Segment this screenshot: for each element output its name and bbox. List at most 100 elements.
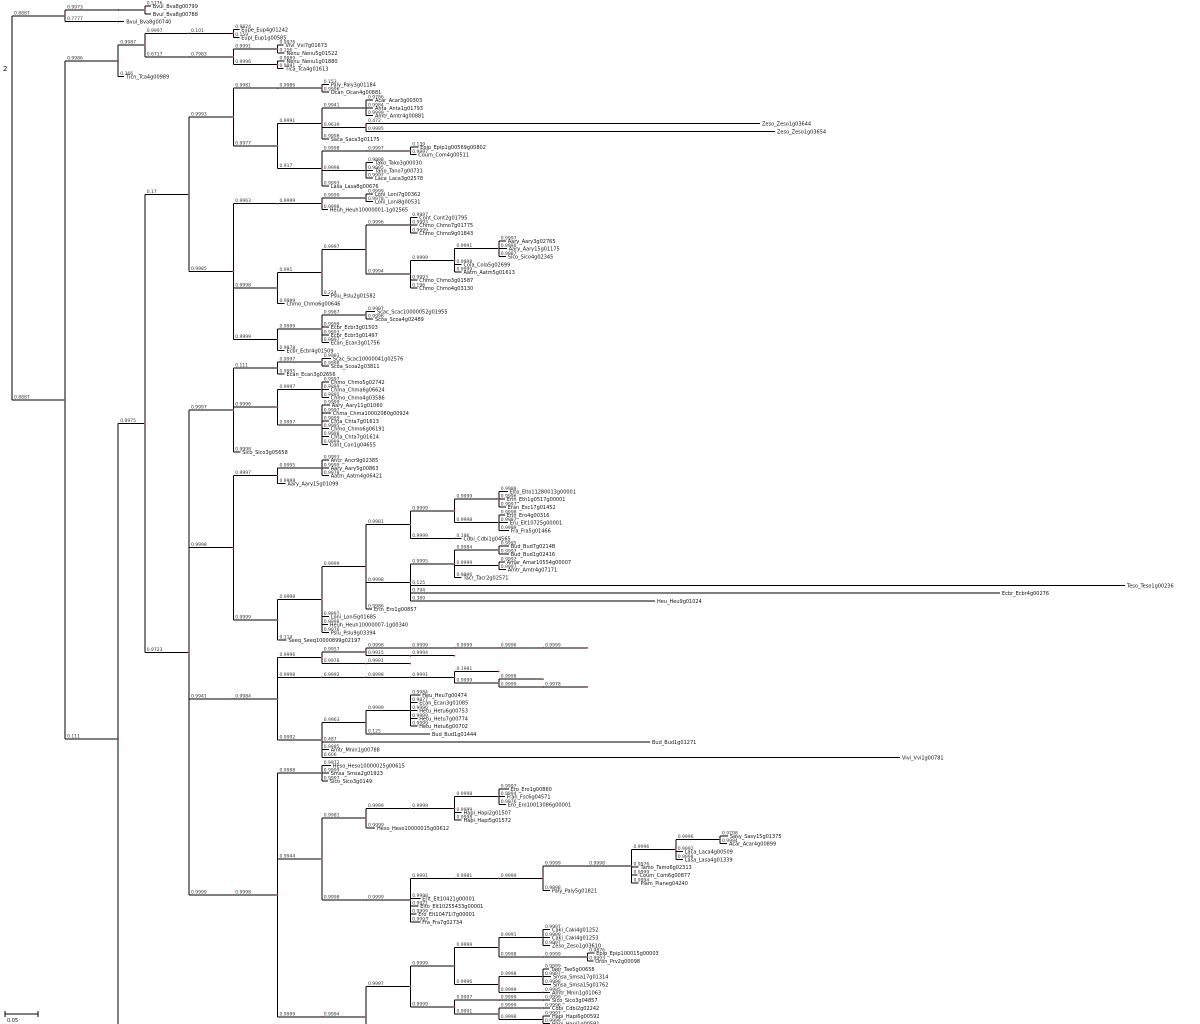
leaf-label: Scoa_Scoa2g03811 [331,364,380,370]
node-marker [188,651,190,654]
leaf-label: Ecbr_Ecbr4g00276 [1002,591,1049,597]
support-value: 0.9991 [280,63,296,69]
support-value: 0.9998 [368,157,384,163]
support-value: 0.9963 [324,717,340,723]
leaf-label: Lasa_Lasa4g01339 [685,857,733,863]
support-value: 0.196 [457,533,470,539]
leaf-label: Hetu_Hetu7g00774 [419,716,468,722]
leaf-label: Laca_Laca3g02578 [375,176,423,182]
support-value: 0.917 [280,163,293,169]
support-value: 0.114 [280,635,293,641]
support-value: 0.9996 [235,402,251,408]
leaf-label: Ecbr_Ecbr4g01509 [287,348,334,354]
node-marker [365,817,367,820]
node-marker [232,546,235,549]
leaf-label: Bvul_Bva8g00788 [153,12,198,18]
support-value: 0.9999 [412,1002,428,1008]
support-value: 0.9993 [589,956,605,962]
support-value: 0.9995 [412,558,428,564]
leaf-label: Acar_Acar3g00303 [375,98,422,104]
support-value: 0.9997 [280,384,296,390]
support-value: 0.9976 [280,40,296,46]
support-value: 0.9997 [368,145,384,151]
support-value: 0.9997 [412,212,428,218]
leaf-label: Acar_Acar4g00899 [729,842,776,848]
support-value: 0.153 [324,79,337,85]
support-value: 0.9997 [235,470,251,476]
support-value: 0.9996 [545,1003,561,1009]
support-value: 0.9999 [457,642,473,648]
support-value: 0.9986 [67,55,83,61]
node-marker [409,273,412,276]
support-value: 0.9978 [545,682,561,688]
support-value: 0.487 [324,736,337,742]
support-value: 0.9998 [324,361,340,367]
support-value: 0.9998 [235,889,251,895]
node-marker [276,63,279,66]
leaf-label: Sico_Sico3g0149 [330,779,372,785]
support-value: 0.8887 [14,395,30,401]
leaf-label: Amtr_Mnin1g01063 [552,990,601,996]
leaf-label: Epip_Epip100015g00003 [596,951,658,957]
support-value: 0.9997 [501,235,517,241]
node-marker [497,670,500,673]
support-value: 0.9944 [280,854,296,860]
node-marker [409,985,412,988]
leaf-label: Chmo_Chmo6g06191 [331,427,385,433]
support-value: 0.9998 [324,165,340,171]
support-value: 0.8998 [368,672,384,678]
support-value: 0.9997 [501,783,517,789]
support-value: 0.9876 [589,948,605,954]
leaf-label: Eupe_Eup4g01242 [241,27,288,33]
leaf-label: Tano_Tano7g00731 [374,168,423,174]
support-value: 0.9999 [634,869,650,875]
support-value: 0.7777 [67,16,83,22]
support-value: 0.9984 [457,545,473,551]
node-marker [719,838,721,841]
support-value: 0.9999 [457,560,473,566]
node-marker [276,894,279,896]
support-value: 0.9998 [324,134,340,140]
leaf-label: Scac_Scac10000041g02576 [333,356,404,362]
scale-bar: 0.05 [4,1011,39,1024]
leaf-label: Aary_Aary11g01060 [332,403,383,409]
support-value: 0.101 [191,28,204,34]
support-value: 0.9998 [501,952,517,958]
support-value: 0.9723 [147,647,163,653]
support-value: 0.9998 [457,815,473,821]
support-value: 0.9998 [501,509,517,515]
support-value: 0.9991 [412,873,428,879]
support-value: 0.9957 [324,646,340,652]
support-value: 0.9995 [280,462,296,468]
support-value: 0.9996 [457,572,473,578]
node-marker [409,581,412,584]
support-value: 0.9999 [457,807,473,813]
support-value: 0.9997 [545,924,561,930]
support-value: 0.9999 [324,192,340,198]
support-value: 0.9996 [324,87,340,93]
support-value: 0.9998 [191,542,207,548]
support-value: 0.9999 [412,803,428,809]
support-value: 0.9998 [368,642,384,648]
node-marker [497,1012,500,1015]
node-marker [276,338,279,341]
support-value: 0.9994 [368,269,384,275]
leaf-label: Smsa_Smsa2g01923 [331,771,383,777]
node-marker [674,848,677,851]
support-value: 0.9985 [324,744,340,750]
support-value: 0.9999 [501,682,517,688]
node-marker [276,406,279,409]
leaf-label: Sico_Sico3g05658 [242,450,288,456]
support-value: 0.9999 [324,415,340,421]
node-marker [64,14,66,17]
support-value: 0.9997 [368,173,384,179]
support-value: 0.9996 [457,979,473,985]
support-value: 0.9976 [634,862,650,868]
support-value: 0.9997 [368,981,384,987]
leaf-label: Chmo_Chmo7g01775 [419,223,473,229]
leaf-label: Lasa_Lasa8g00676 [331,184,379,190]
node-marker [409,899,412,902]
support-value: 0.5776 [147,1,163,7]
support-value: 0.9999 [457,267,473,273]
